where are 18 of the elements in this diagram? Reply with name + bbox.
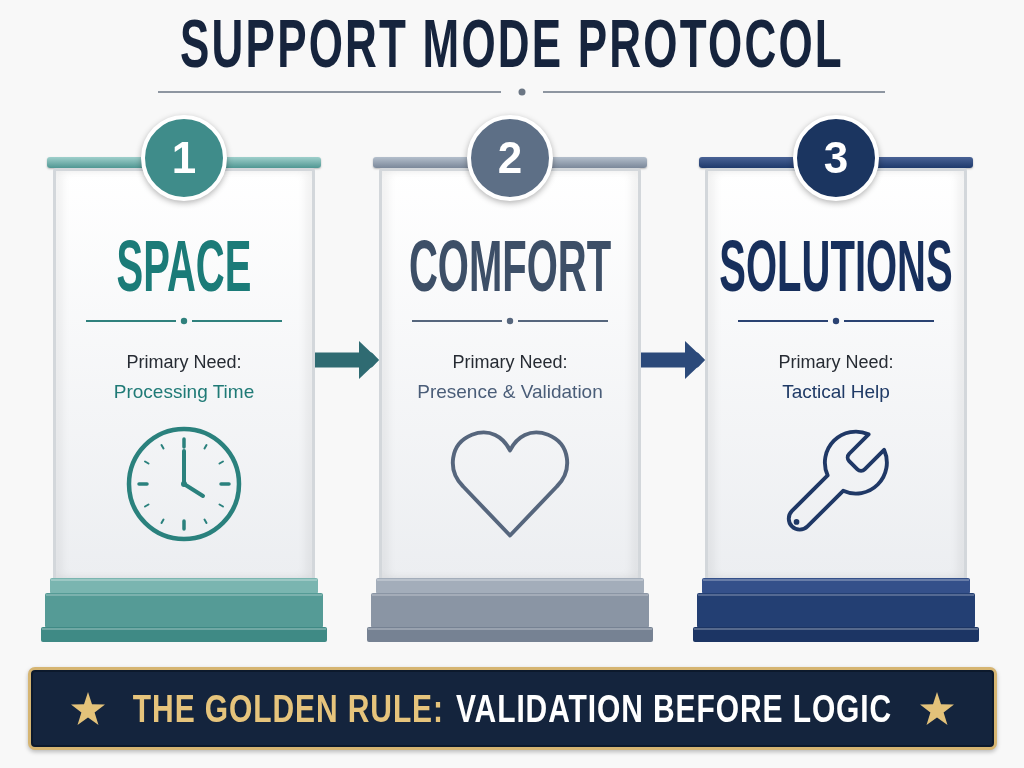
arrow xyxy=(641,341,705,379)
pillar-panel xyxy=(693,115,979,642)
step-heading: SPACE xyxy=(116,230,252,302)
rule-heading: THE GOLDEN RULE: xyxy=(132,685,444,732)
need-value: Processing Time xyxy=(113,380,255,404)
need-label: Primary Need: xyxy=(126,351,242,374)
pillar-panel xyxy=(41,115,327,642)
arrow xyxy=(315,341,379,379)
need-value: Tactical Help xyxy=(782,380,890,404)
need-value: Presence & Validation xyxy=(417,380,603,404)
step-heading: COMFORT xyxy=(408,230,612,302)
step-heading: SOLUTIONS xyxy=(719,230,953,302)
need-label: Primary Need: xyxy=(452,351,568,374)
title: SUPPORT MODE PROTOCOL xyxy=(180,8,844,80)
pillar-panel xyxy=(367,115,653,642)
need-label: Primary Need: xyxy=(778,351,894,374)
rule-banner xyxy=(28,667,997,750)
rule-text: VALIDATION BEFORE LOGIC xyxy=(455,685,893,732)
